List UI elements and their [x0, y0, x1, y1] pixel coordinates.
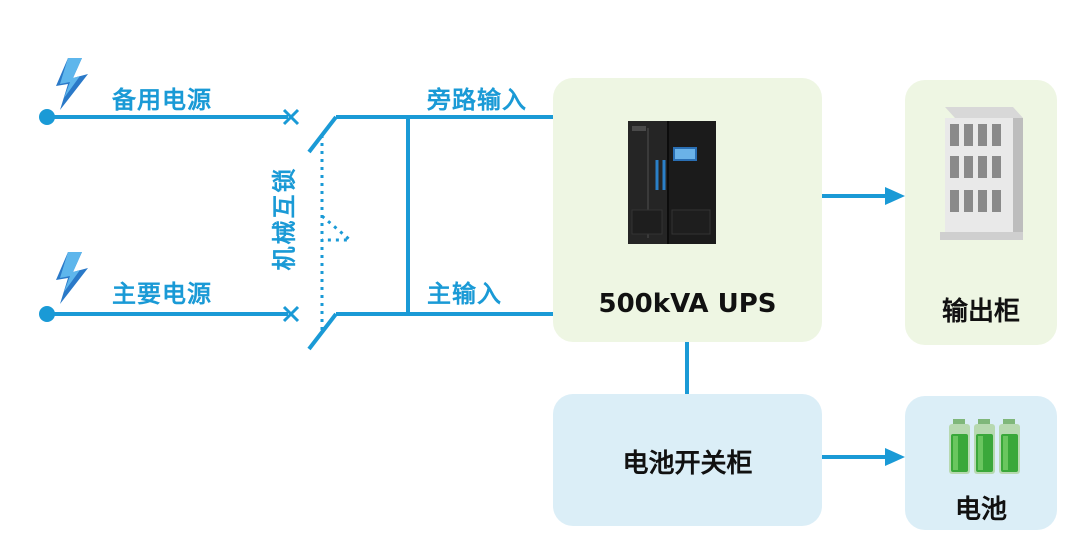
arrowhead-icon	[885, 448, 905, 466]
mechanical-interlock-label: 机械互锁	[270, 166, 299, 271]
ups-cabinet-icon	[628, 121, 716, 244]
mechanical-interlock-dots	[320, 135, 355, 332]
main-source-label: 主要电源	[112, 280, 212, 308]
output-cabinet-label: 输出柜	[941, 297, 1020, 327]
arrowhead-icon	[885, 187, 905, 205]
bypass-switch-blade	[307, 115, 338, 154]
battery-switch-cabinet-label: 电池开关柜	[622, 449, 753, 479]
battery-switch-box	[553, 394, 822, 526]
bypass-input-label: 旁路输入	[427, 86, 527, 114]
ups-label: 500kVA UPS	[598, 289, 777, 319]
x-breaker-icon	[282, 108, 300, 126]
battery-cells-icon	[949, 419, 1020, 474]
main-switch-blade	[307, 312, 338, 351]
lightning-bolt-icon	[56, 58, 88, 110]
lightning-bolt-icon	[56, 252, 88, 304]
backup-source-label: 备用电源	[112, 86, 212, 114]
x-breaker-icon	[282, 305, 300, 323]
battery-label: 电池	[954, 495, 1007, 525]
main-input-label: 主输入	[427, 280, 502, 308]
server-rack-icon	[940, 107, 1023, 240]
